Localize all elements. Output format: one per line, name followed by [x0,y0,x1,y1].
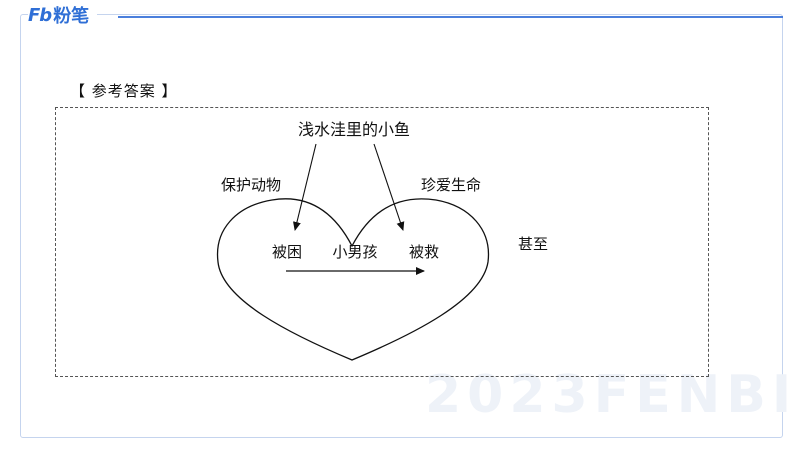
extent-label: 甚至 [518,235,548,253]
header-rule [118,16,783,18]
brand-name: 粉笔 [53,6,90,27]
brand-mark: Fb [28,4,52,26]
arrow-right [373,143,405,231]
slide-frame [20,14,783,438]
boy-label: 小男孩 [332,243,377,261]
heart-shape [216,198,490,361]
stage-rescued: 被救 [409,243,439,261]
section-label: 【 参考答案 】 [70,82,178,100]
theme-right: 珍爱生命 [421,176,481,194]
stage-trapped: 被困 [272,243,302,261]
theme-left: 保护动物 [221,176,281,194]
answer-box [55,107,709,377]
top-node: 浅水洼里的小鱼 [298,120,410,139]
watermark: 2023FENBI [425,365,798,425]
brand-logo: Fb 粉笔 [28,4,98,27]
arrow-left [293,143,317,231]
